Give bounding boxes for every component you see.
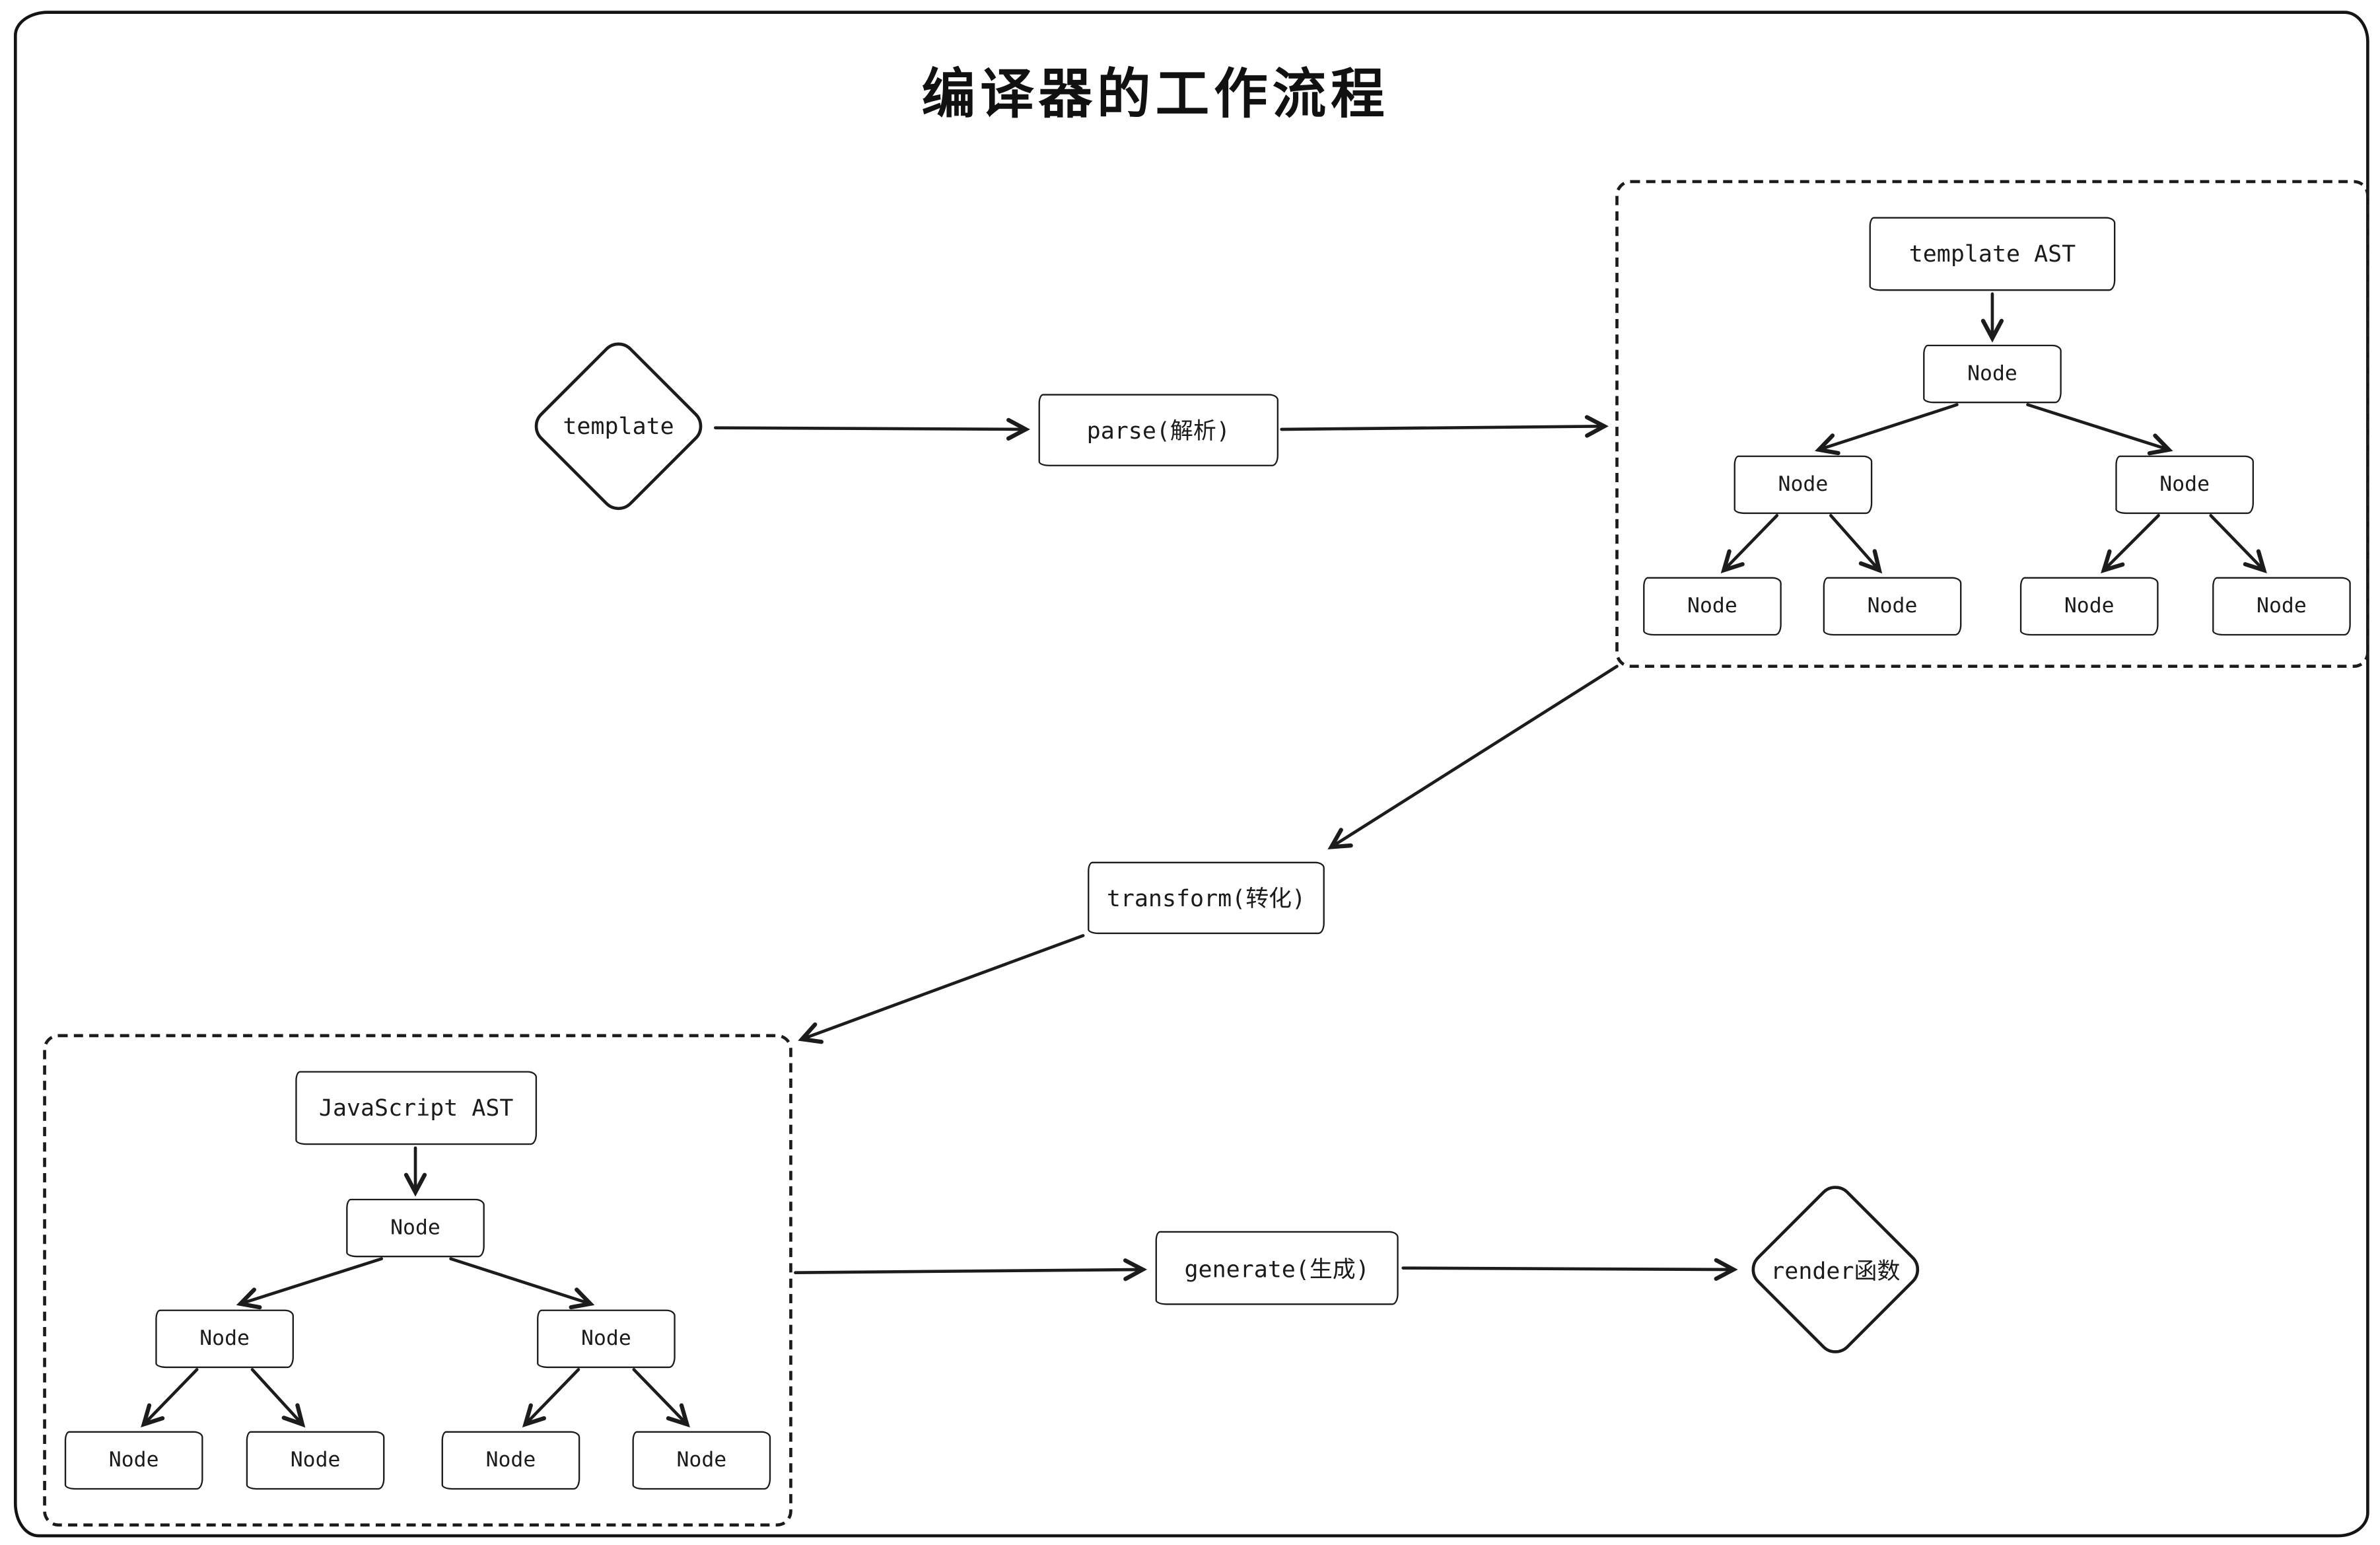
diagram-title: 编译器的工作流程 [921, 64, 1389, 127]
parse-box: parse(解析) [1038, 394, 1278, 466]
javascript-ast-group [43, 1034, 792, 1527]
arrow-jast-l2a-to-leaf1 [141, 1368, 199, 1428]
arrow-tast-l2b-to-leaf3 [2101, 514, 2160, 573]
template-label: template [563, 412, 674, 441]
arrow-jast-l1-to-l2a [236, 1257, 384, 1310]
arrow-javascript-ast-to-generate [794, 1258, 1148, 1281]
template-ast-root-box: template AST [1869, 217, 2116, 291]
arrow-template-to-parse [713, 417, 1031, 441]
arrow-tast-l2a-to-leaf1 [1720, 514, 1779, 574]
arrow-tast-l1-to-l2a [1815, 403, 1959, 456]
template-ast-group [1615, 180, 2369, 668]
render-label: render函数 [1770, 1256, 1901, 1285]
arrow-generate-to-render [1401, 1258, 1738, 1281]
arrow-transform-to-javascript-ast [798, 934, 1085, 1044]
template-ast-leaf-3: Node [2019, 577, 2159, 636]
template-ast-leaf-4: Node [2212, 577, 2351, 636]
arrow-template-ast-to-transform [1327, 665, 1619, 849]
javascript-ast-leaf-4: Node [632, 1431, 771, 1490]
template-ast-leaf-2: Node [1823, 577, 1962, 636]
javascript-ast-root-box: JavaScript AST [295, 1071, 538, 1145]
arrow-tast-l2a-to-leaf2 [1829, 514, 1883, 574]
template-diamond: template [527, 334, 710, 518]
arrow-jast-l2b-to-leaf4 [632, 1368, 690, 1428]
arrow-jast-l2a-to-leaf2 [250, 1368, 306, 1428]
template-ast-node-l2b: Node [2115, 455, 2255, 515]
arrow-jast-l1-to-l2b [449, 1257, 595, 1310]
javascript-ast-node-l1: Node [346, 1198, 485, 1258]
javascript-ast-leaf-3: Node [441, 1431, 580, 1490]
render-diamond: render函数 [1743, 1178, 1927, 1361]
javascript-ast-leaf-2: Node [246, 1431, 385, 1490]
javascript-ast-node-l2a: Node [155, 1309, 294, 1369]
javascript-ast-leaf-1: Node [64, 1431, 203, 1490]
template-ast-node-l2a: Node [1733, 455, 1873, 515]
transform-box: transform(转化) [1088, 861, 1325, 935]
arrow-jast-l2b-to-leaf3 [522, 1368, 580, 1428]
arrow-parse-to-template-ast [1280, 415, 1609, 438]
arrow-tast-l1-to-l2b [2026, 403, 2173, 456]
template-ast-node-l1: Node [1923, 344, 2062, 404]
javascript-ast-node-l2b: Node [537, 1309, 676, 1369]
arrow-tast-l2b-to-leaf4 [2209, 514, 2267, 574]
template-ast-leaf-1: Node [1643, 577, 1782, 636]
outer-frame [13, 11, 2369, 1538]
generate-box: generate(生成) [1155, 1231, 1399, 1305]
